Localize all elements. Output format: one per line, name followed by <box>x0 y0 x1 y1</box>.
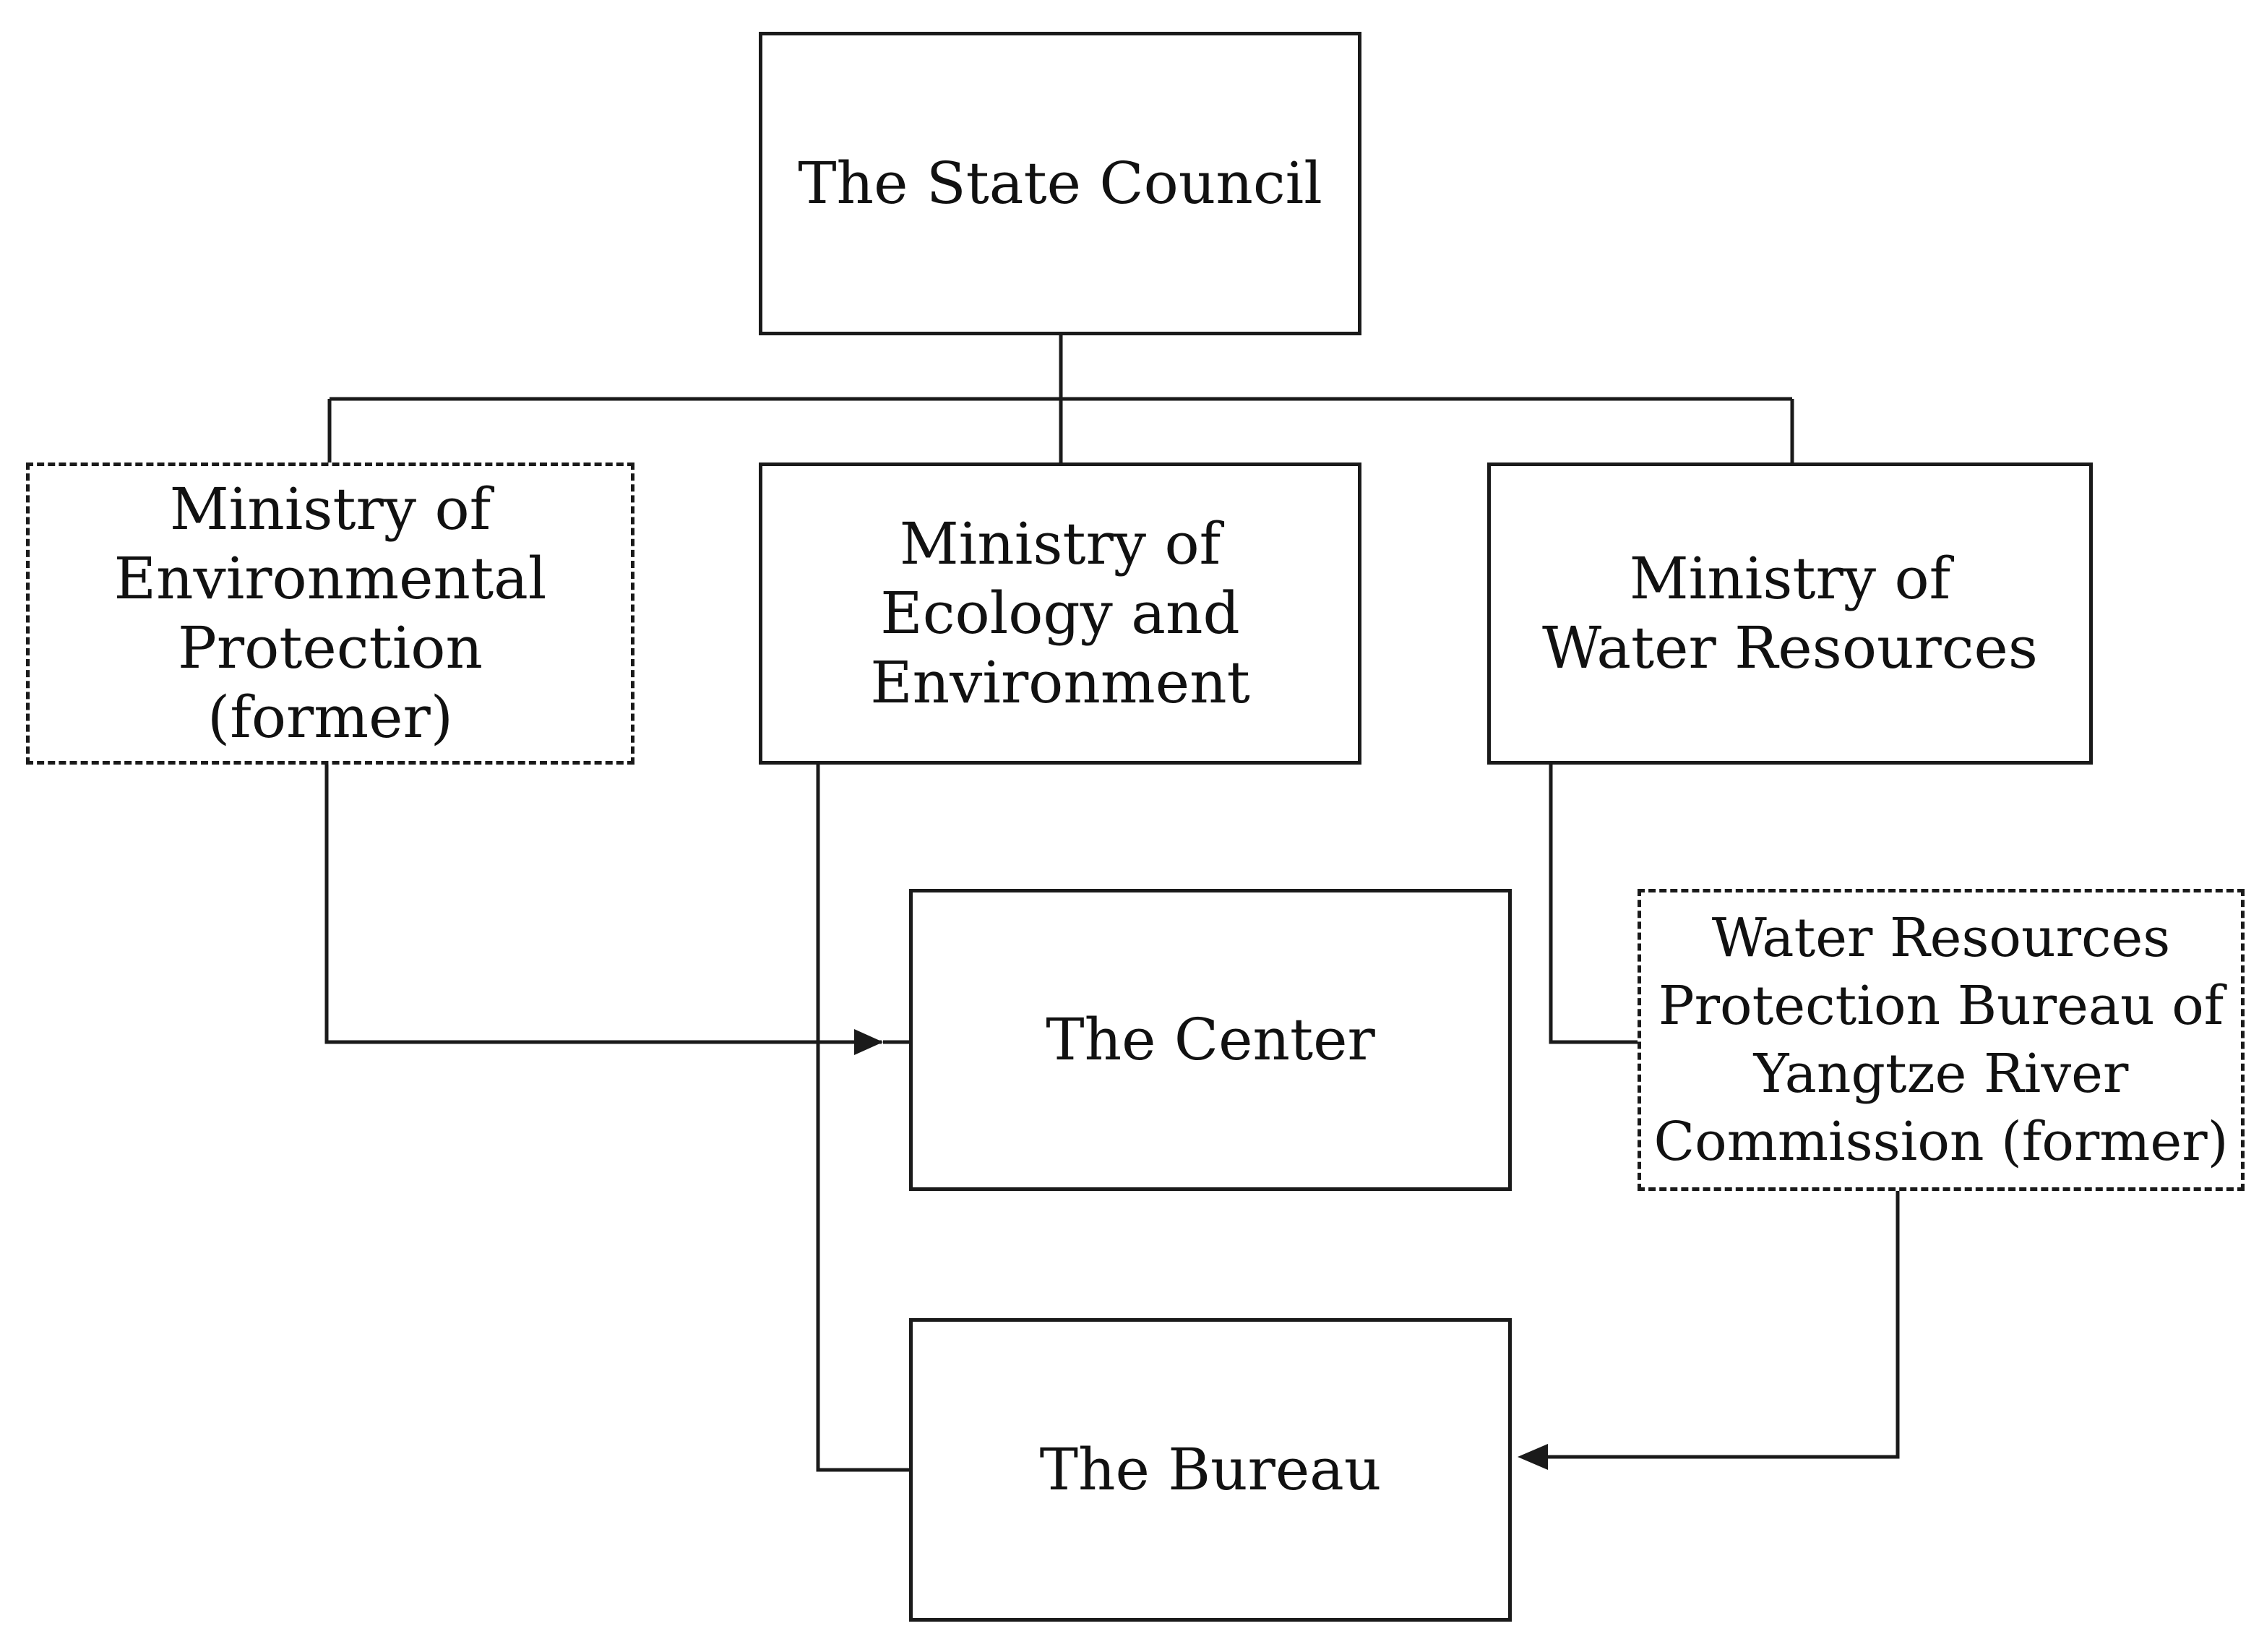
node-ministry-environmental-protection-former: Ministry of Environmental Protection (fo… <box>26 463 634 765</box>
node-ministry-ecology-environment: Ministry of Ecology and Environment <box>759 463 1361 765</box>
node-state-council-label: The State Council <box>798 150 1322 217</box>
node-mep-former-label: Ministry of Environmental Protection (fo… <box>113 476 547 751</box>
node-ministry-water-resources: Ministry of Water Resources <box>1487 463 2093 765</box>
node-the-center: The Center <box>909 889 1512 1191</box>
node-mwr-label: Ministry of Water Resources <box>1542 545 2038 681</box>
node-wrpb-former-label: Water Resources Protection Bureau of Yan… <box>1653 907 2229 1173</box>
connector-mep-to-center <box>324 763 882 1044</box>
connector-wrpb-to-bureau <box>1546 1191 1900 1459</box>
node-bureau-label: The Bureau <box>1039 1436 1382 1503</box>
connector-mee-to-bureau <box>816 763 911 1472</box>
node-mee-label: Ministry of Ecology and Environment <box>870 510 1250 716</box>
node-water-resources-protection-bureau-former: Water Resources Protection Bureau of Yan… <box>1638 889 2245 1191</box>
node-the-bureau: The Bureau <box>909 1318 1512 1622</box>
node-center-label: The Center <box>1046 1006 1375 1073</box>
connector-mwr-to-wrpb <box>1549 763 1638 1044</box>
node-state-council: The State Council <box>759 32 1361 335</box>
arrowhead-center <box>854 1029 883 1055</box>
arrowhead-bureau <box>1518 1444 1548 1470</box>
